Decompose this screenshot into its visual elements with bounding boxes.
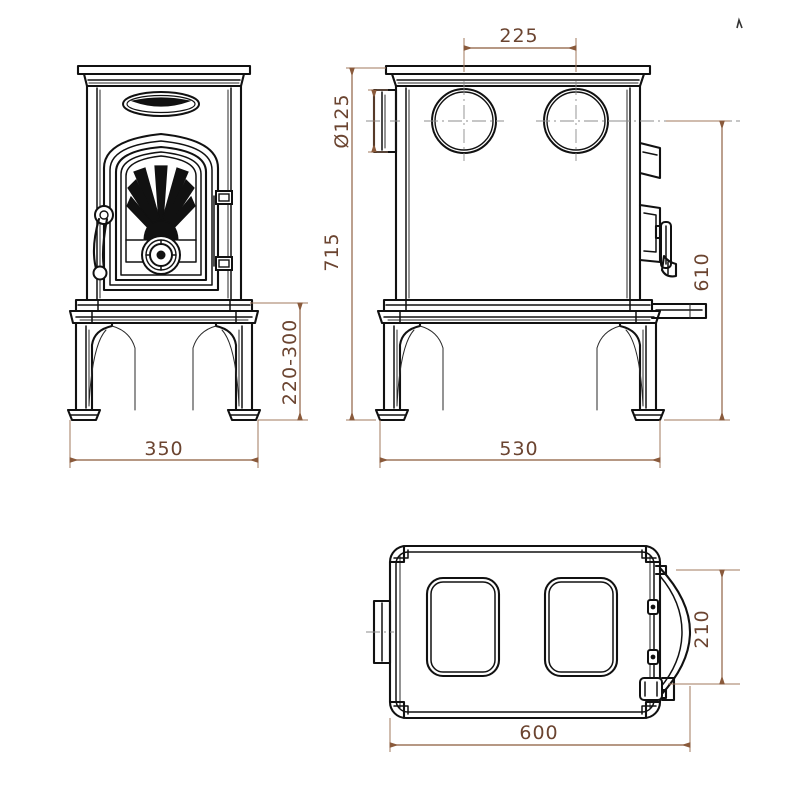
side-plinth: [376, 298, 708, 325]
dim-side-width: 530: [499, 438, 538, 460]
front-elevation-view: 220-300 350: [66, 64, 308, 468]
dim-total-height: 715: [321, 232, 343, 271]
dim-flue-diameter: Ø125: [331, 93, 353, 148]
front-door: [92, 132, 233, 292]
top-door-handle[interactable]: [639, 564, 692, 702]
door-hinges: [213, 190, 233, 271]
dim-front-width: 350: [144, 438, 183, 460]
plan-top-view: 210 600: [366, 544, 740, 752]
dim-front-leg-height: 220-300: [279, 319, 301, 405]
front-cornice: [76, 64, 252, 88]
door-latch-handle[interactable]: [92, 205, 114, 281]
side-door-handle[interactable]: [638, 141, 678, 278]
top-hotplates: [425, 576, 619, 678]
side-flue-collar: [366, 88, 400, 154]
side-elevation-view: 225 Ø125 715 610 530: [321, 25, 740, 468]
front-legs: [66, 321, 262, 422]
top-flue-collar: [366, 599, 394, 665]
front-dimensions: 220-300 350: [69, 302, 308, 468]
dim-hotplate-spacing: 225: [499, 25, 538, 47]
side-dimensions: 225 Ø125 715 610 530: [321, 25, 730, 468]
side-legs: [374, 321, 666, 422]
front-plinth: [68, 298, 260, 325]
side-cornice: [384, 64, 652, 88]
door-air-control-knob[interactable]: [141, 235, 181, 275]
dim-top-width: 600: [519, 722, 558, 744]
dim-top-depth: 210: [691, 609, 713, 648]
dim-body-height: 610: [691, 252, 713, 291]
door-sunburst-panel: [125, 155, 197, 263]
brand-badge: [122, 91, 200, 117]
side-hotplate-circles: [424, 81, 740, 161]
registration-tick: [736, 17, 743, 29]
top-dimensions: 210 600: [389, 569, 740, 752]
